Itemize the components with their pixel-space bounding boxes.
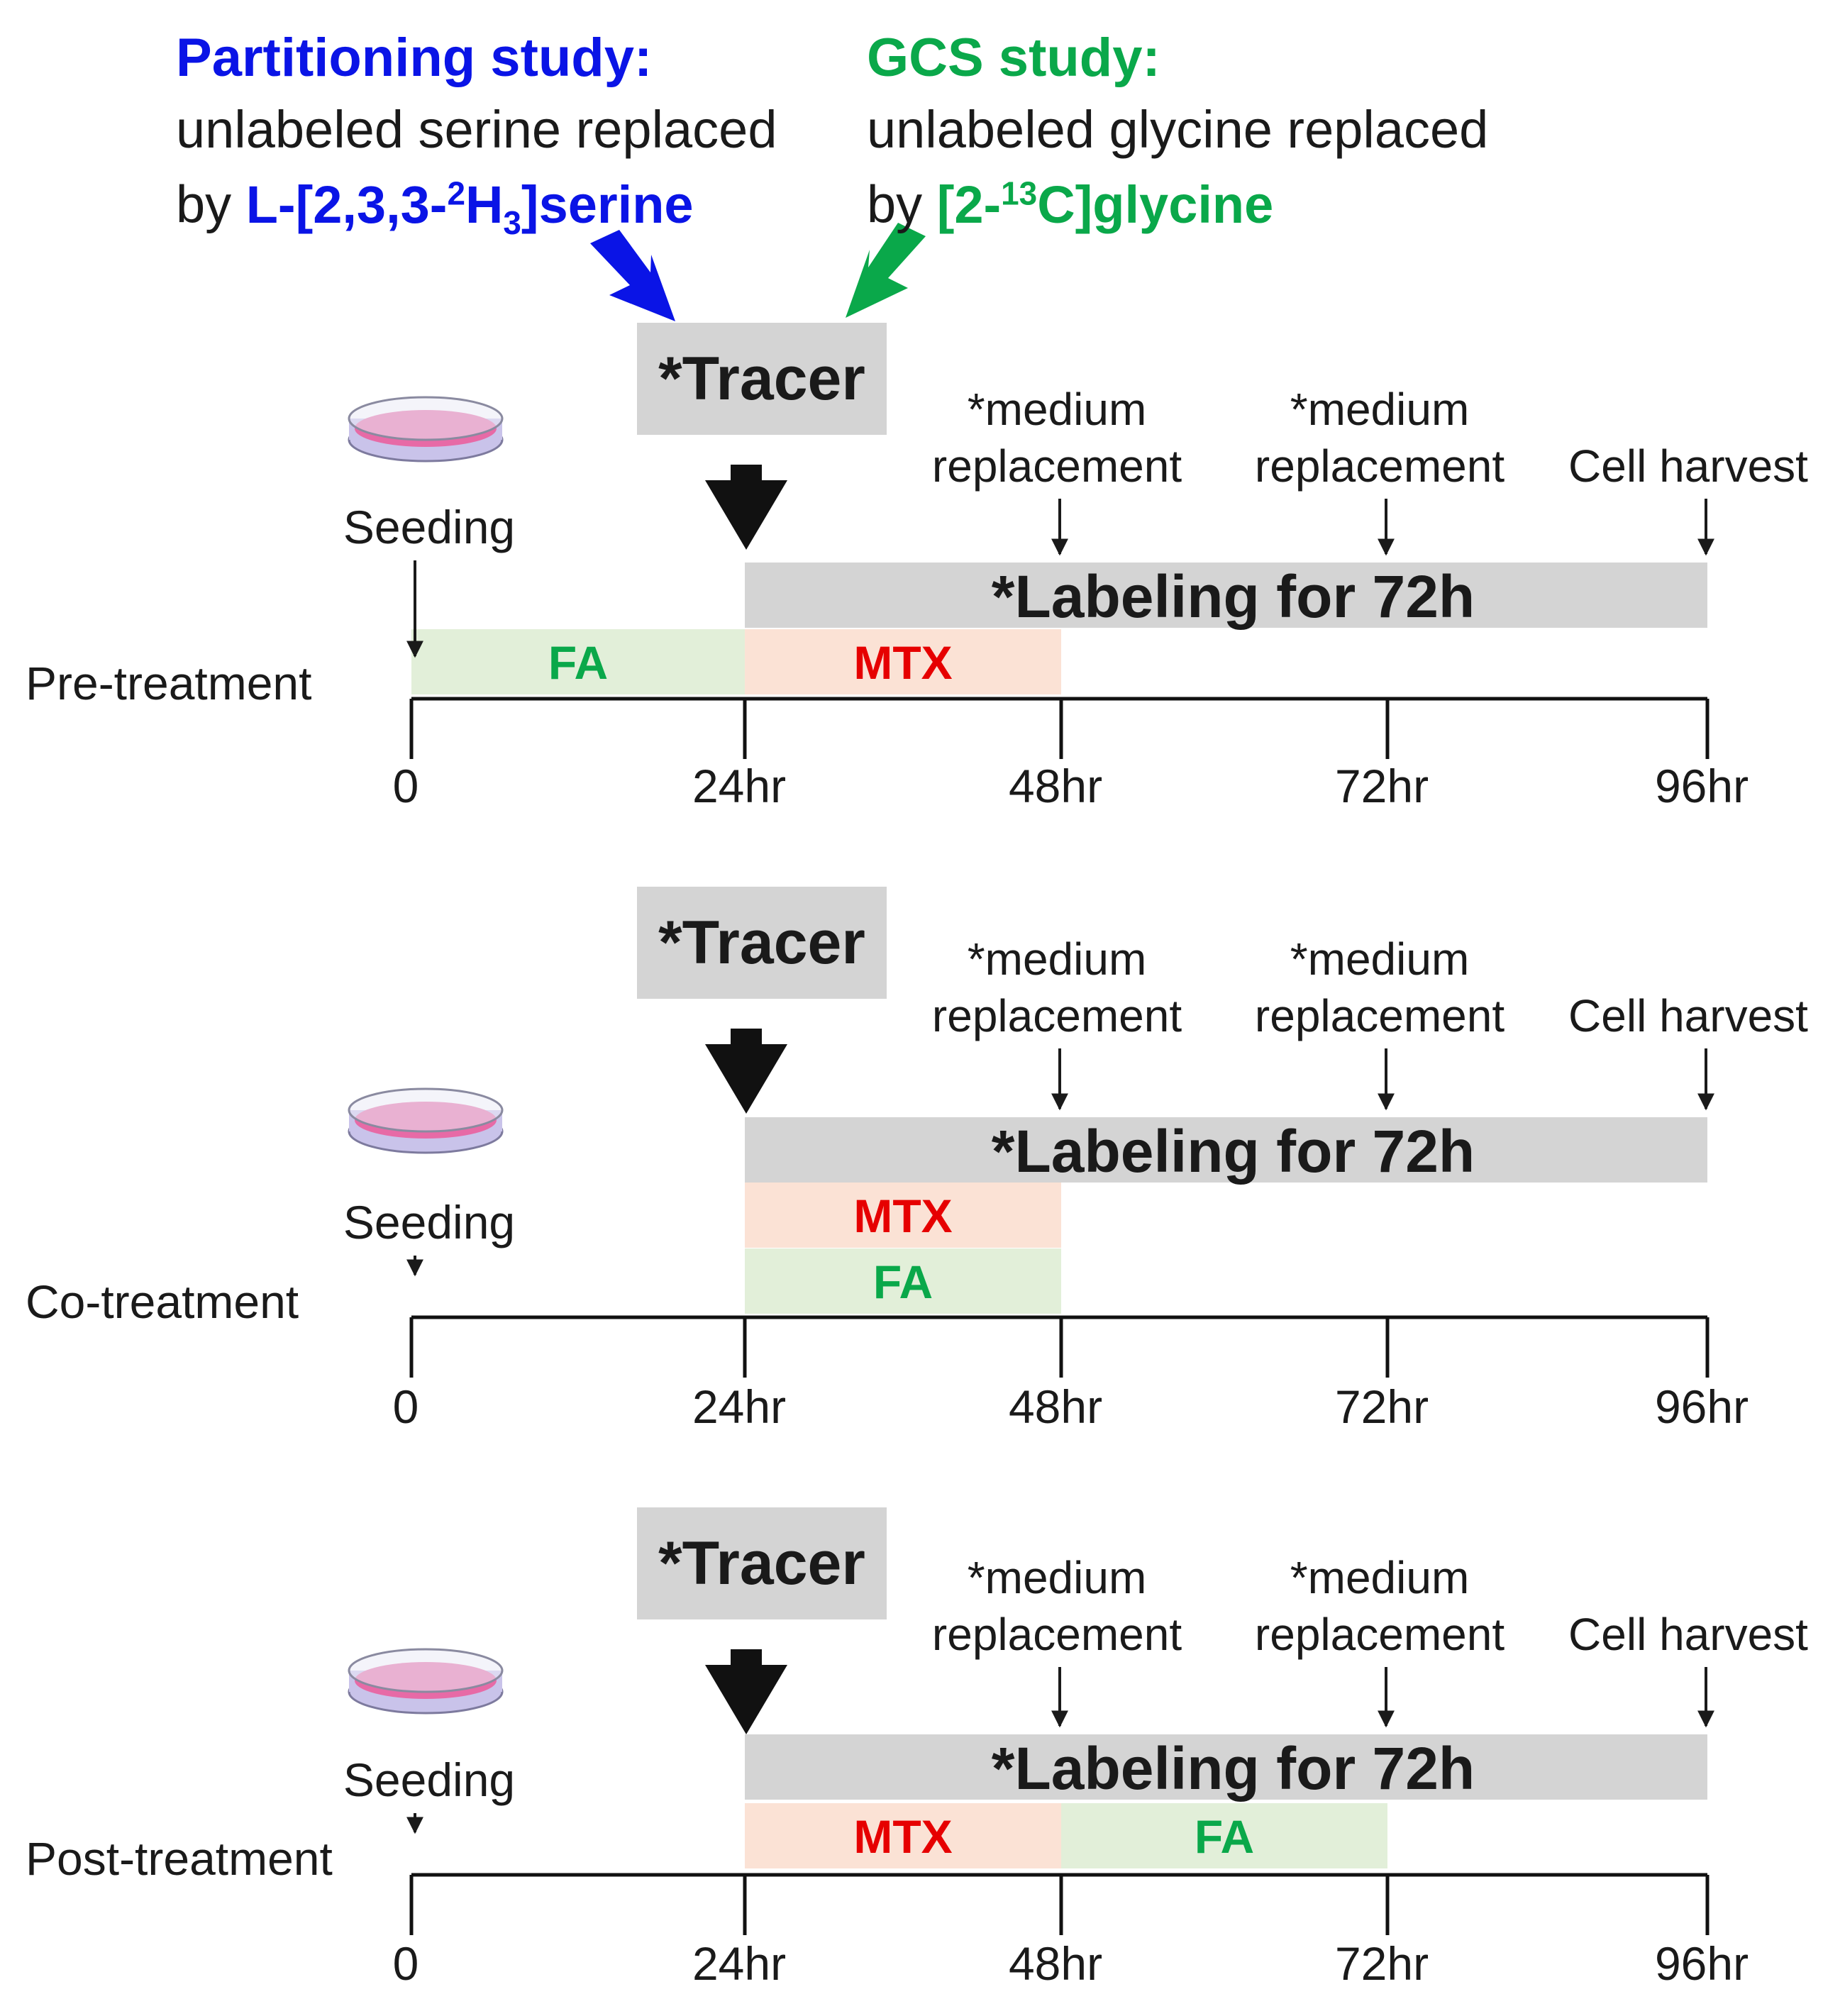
partitioning-title: Partitioning study:	[176, 28, 653, 88]
post-treatment-side-label: Post-treatment	[26, 1832, 333, 1885]
pre-treatment-harvest-label: Cell harvest	[1568, 441, 1808, 492]
dish-lid	[348, 1087, 504, 1133]
dish-lid	[348, 396, 504, 441]
pre-treatment-dish-icon	[348, 396, 504, 463]
co-treatment-treatment-mtx-label: MTX	[853, 1190, 953, 1242]
co-treatment-tick-label-24: 24hr	[692, 1380, 787, 1433]
post-treatment-medium-1-line1: *medium	[967, 1552, 1147, 1603]
pre-treatment-tracer-box	[637, 323, 887, 435]
post-treatment-tracer-box	[637, 1507, 887, 1619]
pre-treatment-tracer-arrow	[705, 465, 787, 550]
co-treatment-tick-label-72: 72hr	[1334, 1380, 1429, 1433]
co-treatment-tracer-box	[637, 887, 887, 999]
partitioning-tracer-b: H	[465, 175, 504, 234]
co-treatment-tracer-arrow	[705, 1029, 787, 1114]
gcs-tracer-c: C]glycine	[1037, 175, 1274, 234]
pre-treatment-medium-1-line1: *medium	[967, 384, 1147, 435]
post-treatment-labeling-label: *Labeling for 72h	[991, 1735, 1475, 1802]
pre-treatment-medium-2-line1: *medium	[1290, 384, 1470, 435]
gcs-arrow	[846, 223, 926, 318]
pre-treatment-labeling-label: *Labeling for 72h	[991, 563, 1475, 630]
post-treatment-medium-1-line2: replacement	[931, 1609, 1182, 1660]
partitioning-prefix: by	[176, 175, 246, 234]
co-treatment-tracer-label: *Tracer	[658, 909, 865, 977]
co-treatment-medium-2-line1: *medium	[1290, 934, 1470, 985]
co-treatment-labeling-bar	[745, 1117, 1707, 1183]
co-treatment-tick-label-48: 48hr	[1008, 1380, 1103, 1433]
pre-treatment-side-label: Pre-treatment	[26, 657, 312, 709]
pre-treatment-tick-label-24: 24hr	[692, 760, 787, 812]
partitioning-line2: by L-[2,3,3-2H3]serine	[176, 177, 694, 239]
gcs-line2: by [2-13C]glycine	[867, 177, 1273, 231]
dish-lid	[348, 1648, 504, 1693]
pre-treatment-medium-2-line2: replacement	[1254, 441, 1505, 492]
co-treatment-seeding-label: Seeding	[343, 1196, 516, 1248]
pre-treatment-treatment-fa-bar	[411, 629, 745, 694]
pre-treatment-treatment-mtx-bar	[745, 629, 1061, 694]
pre-treatment-tick-label-48: 48hr	[1008, 760, 1103, 812]
co-treatment-medium-1-line2: replacement	[931, 990, 1182, 1041]
post-treatment-seeding-label: Seeding	[343, 1754, 516, 1806]
partitioning-tracer-c: ]serine	[521, 175, 694, 234]
post-treatment-tracer-label: *Tracer	[658, 1529, 865, 1597]
partitioning-tracer-sup: 2	[447, 175, 465, 211]
co-treatment-labeling-label: *Labeling for 72h	[991, 1118, 1475, 1185]
co-treatment-treatment-mtx-bar	[745, 1183, 1061, 1248]
pre-treatment-tick-label-96: 96hr	[1654, 760, 1749, 812]
pre-treatment-treatment-fa-label: FA	[548, 636, 609, 689]
post-treatment-harvest-label: Cell harvest	[1568, 1609, 1808, 1660]
co-treatment-tick-label-96: 96hr	[1654, 1380, 1749, 1433]
co-treatment-treatment-fa-bar	[745, 1248, 1061, 1314]
pre-treatment-tick-label-72: 72hr	[1334, 760, 1429, 812]
pre-treatment-tick-label-0: 0	[392, 760, 419, 812]
co-treatment-harvest-label: Cell harvest	[1568, 990, 1808, 1041]
partitioning-arrow	[590, 230, 675, 321]
post-treatment-medium-2-line1: *medium	[1290, 1552, 1470, 1603]
gcs-tracer-sup: 13	[1001, 175, 1038, 211]
gcs-tracer-a: [2-	[936, 175, 1002, 234]
partitioning-tracer-sub: 3	[503, 204, 521, 241]
post-treatment-medium-2-line2: replacement	[1254, 1609, 1505, 1660]
co-treatment-dish-icon	[348, 1087, 504, 1154]
post-treatment-treatment-mtx-bar	[745, 1803, 1061, 1868]
post-treatment-tick-label-48: 48hr	[1008, 1937, 1103, 1990]
pre-treatment-tracer-label: *Tracer	[658, 345, 865, 413]
post-treatment-treatment-mtx-label: MTX	[853, 1810, 953, 1863]
co-treatment-treatment-fa-label: FA	[872, 1256, 933, 1308]
post-treatment-tick-label-96: 96hr	[1654, 1937, 1749, 1990]
post-treatment-tracer-arrow	[705, 1649, 787, 1734]
post-treatment-dish-icon	[348, 1648, 504, 1715]
partitioning-tracer-a: L-[2,3,3-	[245, 175, 448, 234]
pre-treatment-medium-1-line2: replacement	[931, 441, 1182, 492]
co-treatment-tick-label-0: 0	[392, 1380, 419, 1433]
co-treatment-medium-1-line1: *medium	[967, 934, 1147, 985]
pre-treatment-labeling-bar	[745, 563, 1707, 628]
pre-treatment-seeding-label: Seeding	[343, 501, 516, 553]
gcs-title: GCS study:	[867, 28, 1160, 88]
post-treatment-labeling-bar	[745, 1734, 1707, 1800]
post-treatment-tick-label-72: 72hr	[1334, 1937, 1429, 1990]
post-treatment-treatment-fa-bar	[1061, 1803, 1387, 1868]
co-treatment-side-label: Co-treatment	[26, 1275, 299, 1328]
gcs-line1: unlabeled glycine replaced	[867, 100, 1489, 159]
partitioning-line1: unlabeled serine replaced	[176, 100, 777, 159]
gcs-prefix: by	[867, 175, 937, 234]
post-treatment-treatment-fa-label: FA	[1194, 1810, 1255, 1863]
co-treatment-medium-2-line2: replacement	[1254, 990, 1505, 1041]
pre-treatment-treatment-mtx-label: MTX	[853, 636, 953, 689]
post-treatment-tick-label-0: 0	[392, 1937, 419, 1990]
post-treatment-tick-label-24: 24hr	[692, 1937, 787, 1990]
